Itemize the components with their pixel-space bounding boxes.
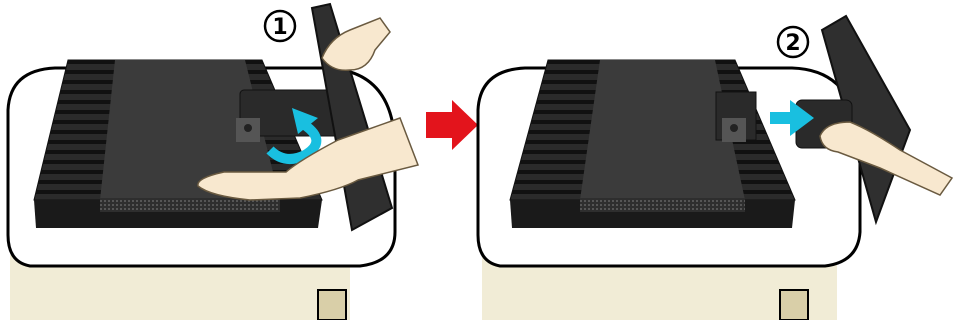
step-1-scene: 1 xyxy=(8,4,418,320)
right-arrow-icon xyxy=(426,100,478,150)
step-1-number: 1 xyxy=(272,15,287,40)
table-post-left xyxy=(318,290,346,320)
step-2-scene: 2 xyxy=(478,16,952,320)
table-post-right xyxy=(780,290,808,320)
step-2-number: 2 xyxy=(785,31,800,56)
